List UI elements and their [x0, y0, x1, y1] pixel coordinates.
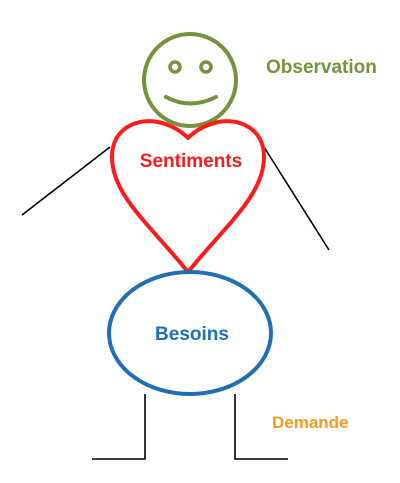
- sentiments-label: Sentiments: [140, 151, 242, 172]
- left-leg-line: [92, 394, 146, 460]
- smiley-face-icon: [142, 32, 238, 128]
- right-arm-line: [263, 146, 330, 251]
- heart-icon: [110, 119, 266, 274]
- ellipse-icon: [107, 270, 273, 396]
- head-circle: [142, 32, 238, 128]
- left-eye: [168, 60, 182, 74]
- observation-label: Observation: [266, 57, 377, 78]
- smile-mouth: [164, 95, 218, 106]
- right-leg-line: [234, 394, 288, 460]
- demande-label: Demande: [272, 413, 349, 432]
- right-eye: [199, 60, 213, 74]
- left-arm-line: [21, 146, 111, 216]
- besoins-label: Besoins: [155, 324, 229, 345]
